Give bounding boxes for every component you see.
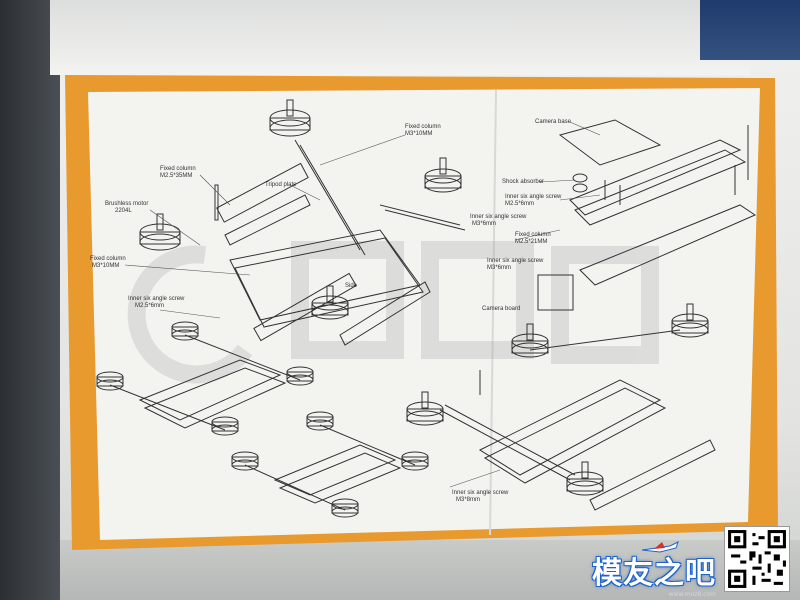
motors-bottom-left (96, 321, 429, 518)
bottom-left-frames (109, 334, 416, 511)
label-shock-absorber: Shock absorber (502, 179, 544, 185)
side-strip (224, 194, 431, 346)
paper-page (88, 88, 760, 540)
watermark-url: www.moz8.com (668, 591, 716, 598)
label-tripod-plate: Tripod plate (265, 182, 297, 188)
box-flap (50, 0, 750, 75)
leader-lines (124, 121, 601, 488)
top-right-frame (537, 119, 757, 311)
label-side: Side (345, 283, 358, 289)
bottom-right-frame (439, 329, 716, 511)
watermark-logo-text: 模友之吧 (592, 556, 716, 591)
motors-top-left (139, 99, 462, 320)
table-surface (60, 540, 800, 600)
center-fold (489, 89, 497, 536)
label-camera-base: Camera base (535, 119, 572, 125)
motors-right (406, 303, 709, 496)
blue-corner (700, 0, 800, 60)
dark-left-background (0, 0, 60, 600)
qr-code (724, 526, 790, 592)
faint-logo (127, 241, 659, 384)
airplane-icon (641, 541, 679, 553)
label-camera-board: Camera board (482, 306, 520, 312)
watermark: 模友之吧 (592, 526, 790, 592)
